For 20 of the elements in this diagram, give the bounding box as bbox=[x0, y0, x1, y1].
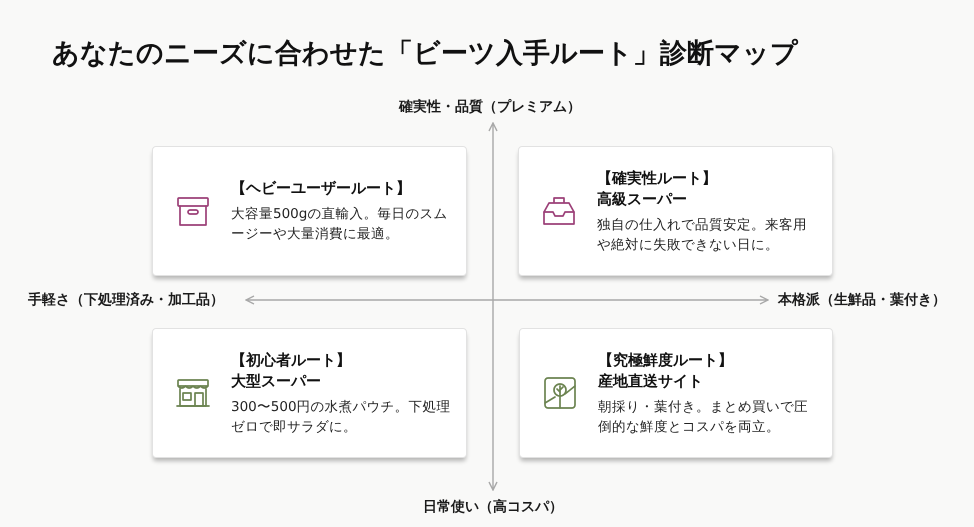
card-description: 独自の仕入れで品質安定。来客用や絶対に失敗できない日に。 bbox=[597, 216, 808, 254]
route-card bbox=[519, 328, 833, 458]
card-description: 大容量500gの直輸入。毎日のスムージーや大量消費に最適。 bbox=[231, 205, 448, 244]
diagram-title: あなたのニーズに合わせた「ビーツ入手ルート」診断マップ bbox=[52, 37, 798, 71]
axis-label: 確実性・品質（プレミアム） bbox=[399, 98, 581, 116]
card-description: 300〜500円の水煮パウチ。下処理ゼロで即サラダに。 bbox=[231, 398, 452, 436]
card-heading: 【究極鮮度ルート】 bbox=[598, 350, 734, 370]
card-heading: 高級スーパー bbox=[597, 188, 688, 210]
axis-label: 日常使い（高コスパ） bbox=[423, 498, 563, 516]
card-heading: 【ヘビーユーザールート】 bbox=[231, 178, 412, 199]
card-heading: 【確実性ルート】 bbox=[597, 168, 718, 188]
card-description: 朝採り・葉付き。まとめ買いで圧倒的な鮮度とコスパを両立。 bbox=[598, 398, 809, 436]
axis-label: 本格派（生鮮品・葉付き） bbox=[778, 291, 946, 309]
axis-label: 手軽さ（下処理済み・加工品） bbox=[28, 291, 224, 309]
route-card bbox=[518, 146, 833, 276]
route-card bbox=[152, 328, 467, 458]
card-heading: 産地直送サイト bbox=[598, 370, 704, 392]
card-heading: 大型スーパー bbox=[231, 370, 322, 392]
card-heading: 【初心者ルート】 bbox=[231, 350, 352, 370]
route-card bbox=[152, 146, 467, 276]
